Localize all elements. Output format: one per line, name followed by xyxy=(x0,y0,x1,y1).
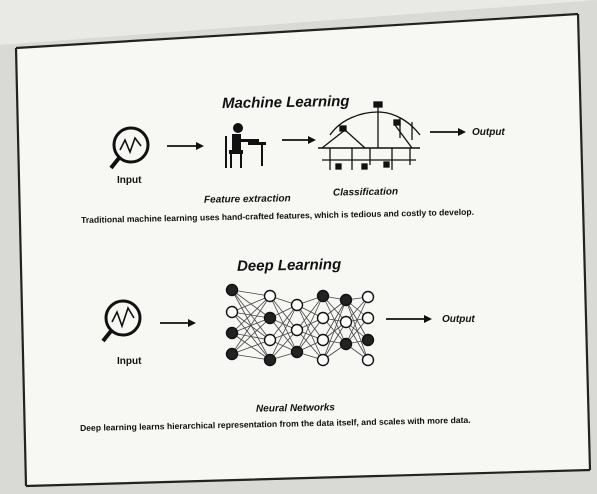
nn-node xyxy=(225,347,239,361)
ml-arrow-3 xyxy=(430,128,466,136)
nn-edge xyxy=(231,339,271,355)
ml-classification-label: Classification xyxy=(332,186,399,199)
nn-node xyxy=(339,337,353,351)
neural-network-diagram xyxy=(225,283,375,367)
nn-node xyxy=(361,353,375,367)
nn-node xyxy=(339,315,353,329)
dl-title: Deep Learning xyxy=(236,256,342,275)
dl-network-label: Neural Networks xyxy=(255,402,336,415)
nn-edge xyxy=(296,304,324,361)
nn-edge xyxy=(296,329,324,361)
nn-node xyxy=(225,326,239,340)
nn-node xyxy=(361,333,375,347)
nn-node xyxy=(290,345,304,359)
nn-node xyxy=(263,289,277,303)
dl-input-label: Input xyxy=(117,356,142,367)
nn-node xyxy=(316,311,330,325)
nn-edge xyxy=(296,317,324,353)
nn-edge xyxy=(269,304,298,361)
ml-arrow-1 xyxy=(167,142,204,150)
person-at-desk-icon xyxy=(225,123,266,168)
nn-edge xyxy=(231,295,271,334)
nn-edge xyxy=(269,295,298,331)
paper-border xyxy=(14,12,592,488)
nn-node xyxy=(263,333,277,347)
dl-arrow-1 xyxy=(160,319,196,327)
nn-edge xyxy=(322,321,347,361)
nn-node xyxy=(290,298,304,312)
nn-edge xyxy=(322,299,347,361)
nn-edge xyxy=(269,329,298,361)
nn-node xyxy=(316,333,330,347)
ml-output-label: Output xyxy=(472,127,505,138)
nn-node xyxy=(361,290,375,304)
nn-node xyxy=(290,323,304,337)
nn-edge xyxy=(231,311,271,341)
nn-edge xyxy=(231,289,271,297)
nn-edge xyxy=(296,295,324,353)
nn-node xyxy=(225,305,239,319)
paper-panel xyxy=(16,14,590,486)
ml-input-label: Input xyxy=(117,175,142,186)
ml-arrow-2 xyxy=(282,136,316,144)
ml-input-icon xyxy=(109,126,150,170)
nn-edge xyxy=(296,304,324,341)
nn-node xyxy=(263,311,277,325)
nn-edge xyxy=(322,299,347,341)
dl-output-label: Output xyxy=(442,314,475,325)
nn-node xyxy=(263,353,277,367)
nn-node xyxy=(361,311,375,325)
nn-node xyxy=(225,283,239,297)
nn-edge xyxy=(231,295,271,355)
nn-edge xyxy=(231,332,271,361)
nn-edge xyxy=(231,317,271,355)
nn-edge xyxy=(345,299,369,361)
dl-arrow-2 xyxy=(386,315,432,323)
nn-edge xyxy=(345,296,369,345)
decision-tree-icon xyxy=(318,101,421,170)
ml-feature-label: Feature extraction xyxy=(203,193,291,206)
nn-edge xyxy=(231,353,271,361)
nn-edge xyxy=(231,295,271,313)
dl-input-icon xyxy=(101,299,142,343)
nn-node xyxy=(316,353,330,367)
nn-node xyxy=(339,293,353,307)
nn-edge xyxy=(345,321,369,361)
nn-edge xyxy=(269,304,298,341)
ml-title: Machine Learning xyxy=(221,92,350,113)
nn-edge xyxy=(296,295,324,331)
nn-node xyxy=(316,289,330,303)
